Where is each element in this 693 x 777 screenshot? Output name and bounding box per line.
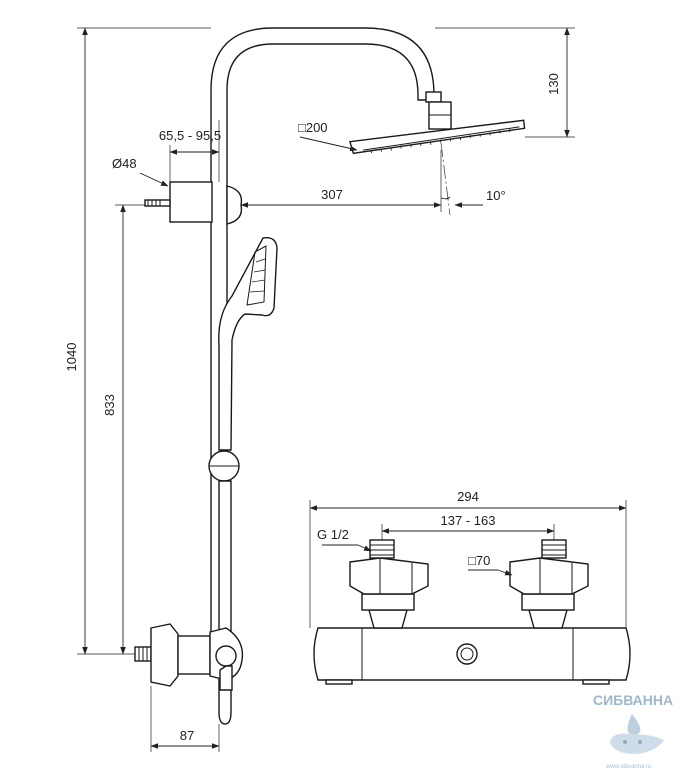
dim-arm-reach: 307	[321, 187, 343, 202]
side-valve	[134, 623, 244, 691]
dim-valve-width: 294	[457, 489, 479, 504]
dim-wall-offset: 87	[180, 728, 194, 743]
head-tilt-axis	[440, 142, 451, 216]
bathtub-icon	[610, 733, 664, 754]
dim-head-tilt: 10°	[486, 188, 506, 203]
dim-bracket-adjust: 65,5 - 95,5	[159, 128, 221, 143]
water-drop-icon	[627, 714, 641, 735]
dim-bracket-height: 833	[102, 394, 117, 416]
watermark-brand: СИБВАННА	[593, 692, 673, 708]
leader-nut-size	[497, 569, 513, 576]
dim-total-height: 1040	[64, 343, 79, 372]
watermark-logo: СИБВАННА www.sibvanna.ru	[593, 692, 673, 770]
valve-outlet	[456, 643, 478, 665]
dim-thread: G 1/2	[317, 527, 349, 542]
dim-valve-centers: 137 - 163	[441, 513, 496, 528]
dim-nut-size: □70	[468, 553, 490, 568]
dim-head-drop: 130	[546, 73, 561, 95]
thermostatic-valve	[313, 539, 631, 685]
wall-bracket	[144, 181, 243, 225]
head-connector-ring	[425, 91, 442, 103]
watermark-url: www.sibvanna.ru	[605, 764, 651, 770]
hand-shower	[218, 237, 278, 451]
leader-head-size	[299, 136, 358, 152]
leader-thread	[357, 544, 372, 552]
leader-bracket-diameter	[139, 172, 169, 187]
shower-column	[134, 27, 526, 725]
dim-bracket-diameter: Ø48	[112, 156, 137, 171]
dim-head-size: □200	[298, 120, 328, 135]
